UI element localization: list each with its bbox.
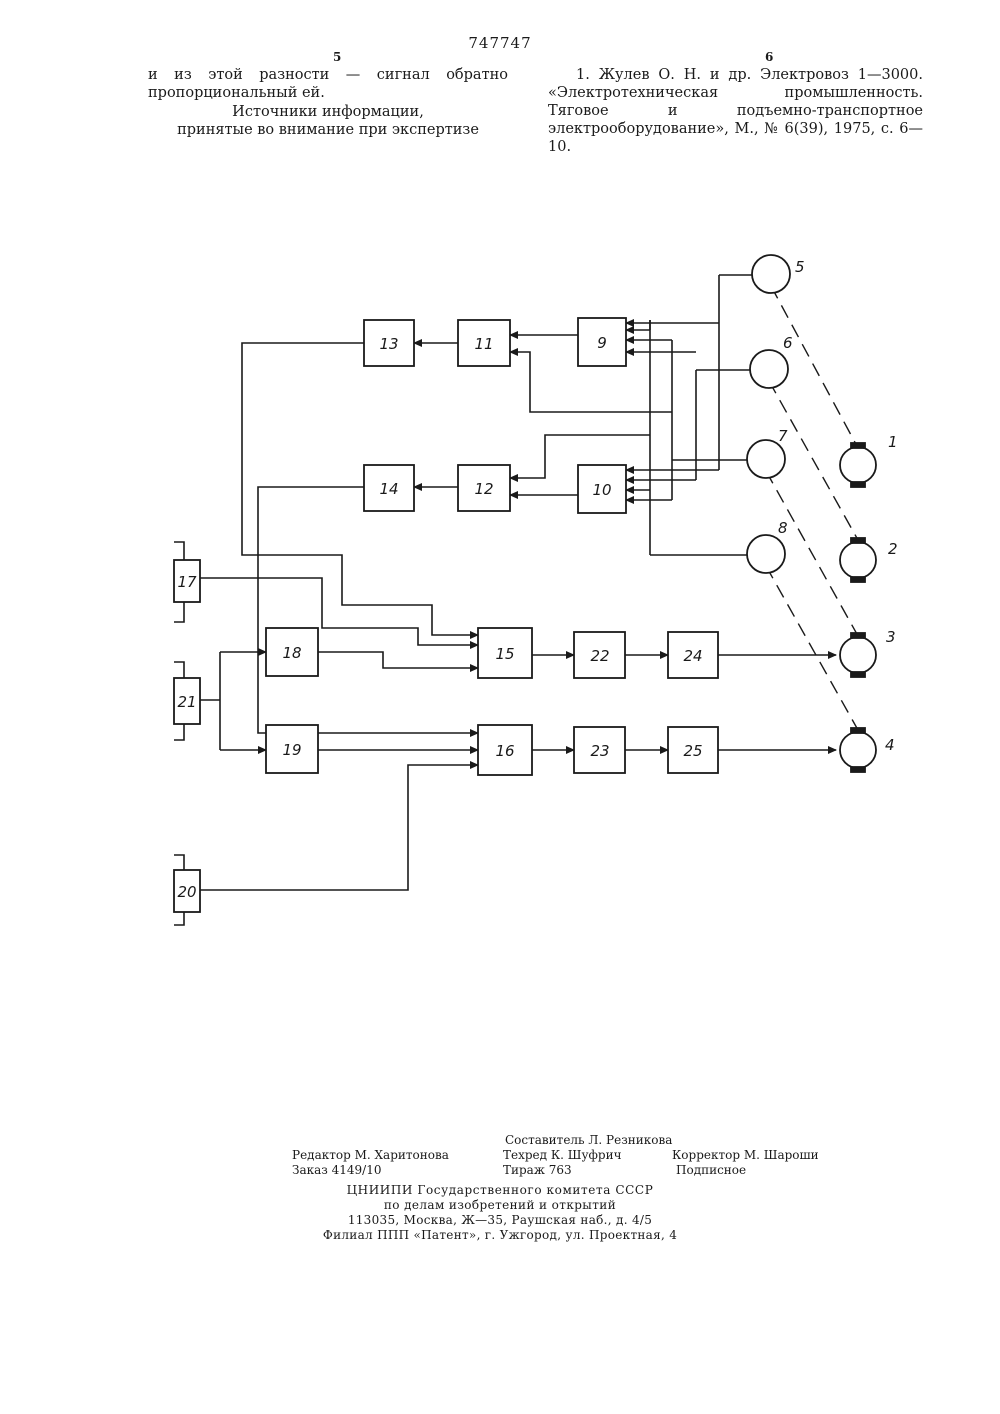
label-motor-4: 4 (885, 736, 895, 754)
footer-order: Заказ 4149/10 (292, 1163, 382, 1178)
sensor-5 (752, 255, 790, 293)
footer-compiler: Составитель Л. Резникова (505, 1133, 672, 1148)
footer-subscription: Подписное (676, 1163, 746, 1178)
sensor-7 (747, 440, 785, 478)
motor-4 (840, 732, 876, 768)
label-block-16: 16 (495, 742, 514, 760)
sensor-6 (750, 350, 788, 388)
footer-circulation: Тираж 763 (503, 1163, 572, 1178)
label-sensor-8: 8 (778, 519, 788, 537)
label-block-23: 23 (590, 742, 609, 760)
motor-2 (840, 542, 876, 578)
label-block-21: 21 (177, 693, 196, 711)
footer-techred: Техред К. Шуфрич (503, 1148, 622, 1163)
label-block-14: 14 (379, 480, 398, 498)
label-block-18: 18 (282, 644, 301, 662)
label-block-11: 11 (474, 335, 493, 353)
label-motor-3: 3 (886, 628, 896, 646)
label-block-12: 12 (474, 480, 493, 498)
label-motor-2: 2 (888, 540, 898, 558)
label-block-13: 13 (379, 335, 398, 353)
label-block-10: 10 (592, 481, 611, 499)
label-sensor-7: 7 (778, 427, 788, 445)
label-block-20: 20 (177, 883, 196, 901)
footer-editor: Редактор М. Харитонова (292, 1148, 449, 1163)
label-block-17: 17 (177, 573, 197, 591)
footer-branch: Филиал ППП «Патент», г. Ужгород, ул. Про… (0, 1228, 1000, 1243)
label-block-15: 15 (495, 645, 514, 663)
motor-1 (840, 447, 876, 483)
label-block-25: 25 (683, 742, 702, 760)
label-sensor-6: 6 (783, 334, 793, 352)
sensor-8 (747, 535, 785, 573)
footer-org1: ЦНИИПИ Государственного комитета СССР (0, 1183, 1000, 1198)
footer-address: 113035, Москва, Ж—35, Раушская наб., д. … (0, 1213, 1000, 1228)
footer-corrector: Корректор М. Шароши (672, 1148, 819, 1163)
motor-3 (840, 637, 876, 673)
label-block-24: 24 (683, 647, 702, 665)
label-block-22: 22 (590, 647, 609, 665)
label-motor-1: 1 (888, 433, 898, 451)
footer-org2: по делам изобретений и открытий (0, 1198, 1000, 1213)
label-block-9: 9 (597, 334, 607, 352)
label-sensor-5: 5 (795, 258, 805, 276)
label-block-19: 19 (282, 741, 301, 759)
